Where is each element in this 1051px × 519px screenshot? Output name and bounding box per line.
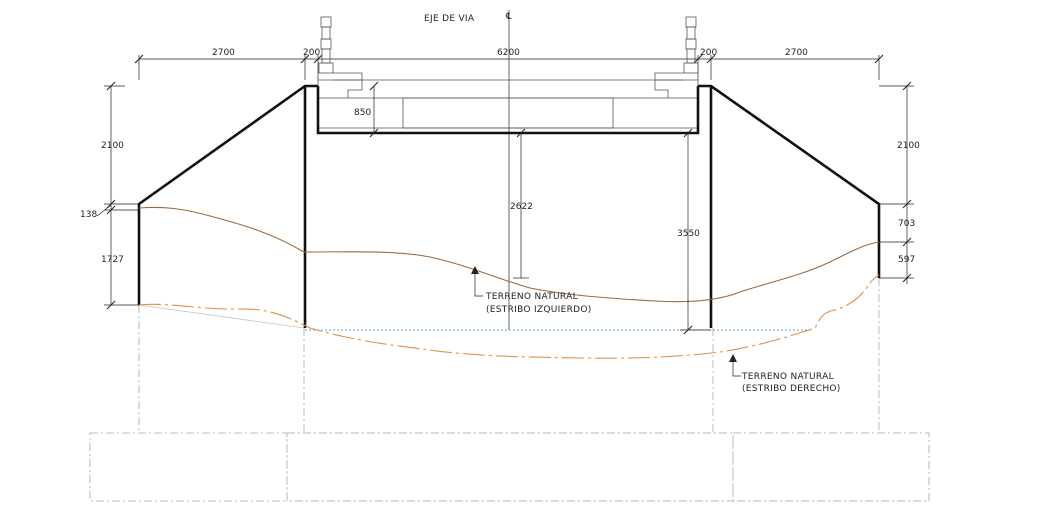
dim-center-span: 6200 (497, 48, 520, 58)
terrain-right-label-line1: TERRENO NATURAL (741, 372, 834, 382)
dim-deck-depth: 850 (354, 108, 371, 118)
left-vertical-dimensions: 2100 138 1727 (80, 81, 139, 310)
dim-right-lower: 597 (898, 255, 915, 265)
foundations (89, 278, 930, 502)
box-culvert-structure (137, 84, 881, 328)
terrain-right-abutment (138, 274, 880, 359)
terrain-left-label: TERRENO NATURAL (ESTRIBO IZQUIERDO) (471, 266, 592, 315)
dim-right-mid: 703 (898, 219, 915, 229)
dim-clearance-center: 2622 (510, 202, 533, 212)
dim-left-upper: 2100 (101, 141, 124, 151)
deck-depth-dimension: 850 (354, 81, 379, 138)
terrain-left-label-line2: (ESTRIBO IZQUIERDO) (486, 305, 592, 315)
top-slab (316, 86, 700, 135)
terrain-left-label-line1: TERRENO NATURAL (485, 292, 578, 302)
track-centerline: EJE DE VIA ℄ (424, 10, 512, 330)
ballast-box (402, 97, 614, 129)
dim-right-wall: 200 (700, 48, 717, 58)
terrain-right-label: TERRENO NATURAL (ESTRIBO DERECHO) (729, 354, 841, 394)
dim-right-span: 2700 (785, 48, 808, 58)
dim-clearance-total: 3550 (677, 229, 700, 239)
center-clearance-dimension: 2622 (510, 128, 533, 279)
centerline-symbol: ℄ (505, 12, 512, 22)
deck-slab (317, 79, 699, 129)
total-clearance-dimension: 3550 (677, 128, 711, 335)
dim-right-upper: 2100 (897, 141, 920, 151)
right-footing (732, 432, 930, 502)
dim-left-lower: 1727 (101, 255, 124, 265)
center-footing (286, 432, 734, 502)
dim-left-span: 2700 (212, 48, 235, 58)
centerline-title: EJE DE VIA (424, 14, 475, 24)
right-railing (654, 16, 699, 81)
dim-left-small: 138 (80, 210, 97, 220)
terrain-right-label-line2: (ESTRIBO DERECHO) (742, 384, 841, 394)
left-railing (318, 16, 363, 81)
terrain-left-abutment (138, 206, 880, 303)
left-wing-wall (137, 84, 318, 305)
dim-left-wall: 200 (303, 48, 320, 58)
right-vertical-dimensions: 2100 703 597 (879, 81, 920, 284)
right-wing-wall (698, 84, 881, 278)
left-footing (89, 432, 288, 502)
